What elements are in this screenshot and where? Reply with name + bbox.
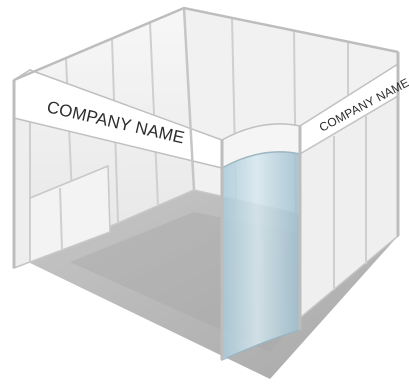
- left-lower-panel-post: [59, 187, 63, 251]
- back-center-post: [182, 7, 196, 191]
- top-frame-beam: [13, 6, 399, 82]
- glass-corner-panel: [221, 151, 301, 362]
- left-lower-panel: [29, 164, 111, 264]
- back-left-panel-post: [149, 21, 159, 207]
